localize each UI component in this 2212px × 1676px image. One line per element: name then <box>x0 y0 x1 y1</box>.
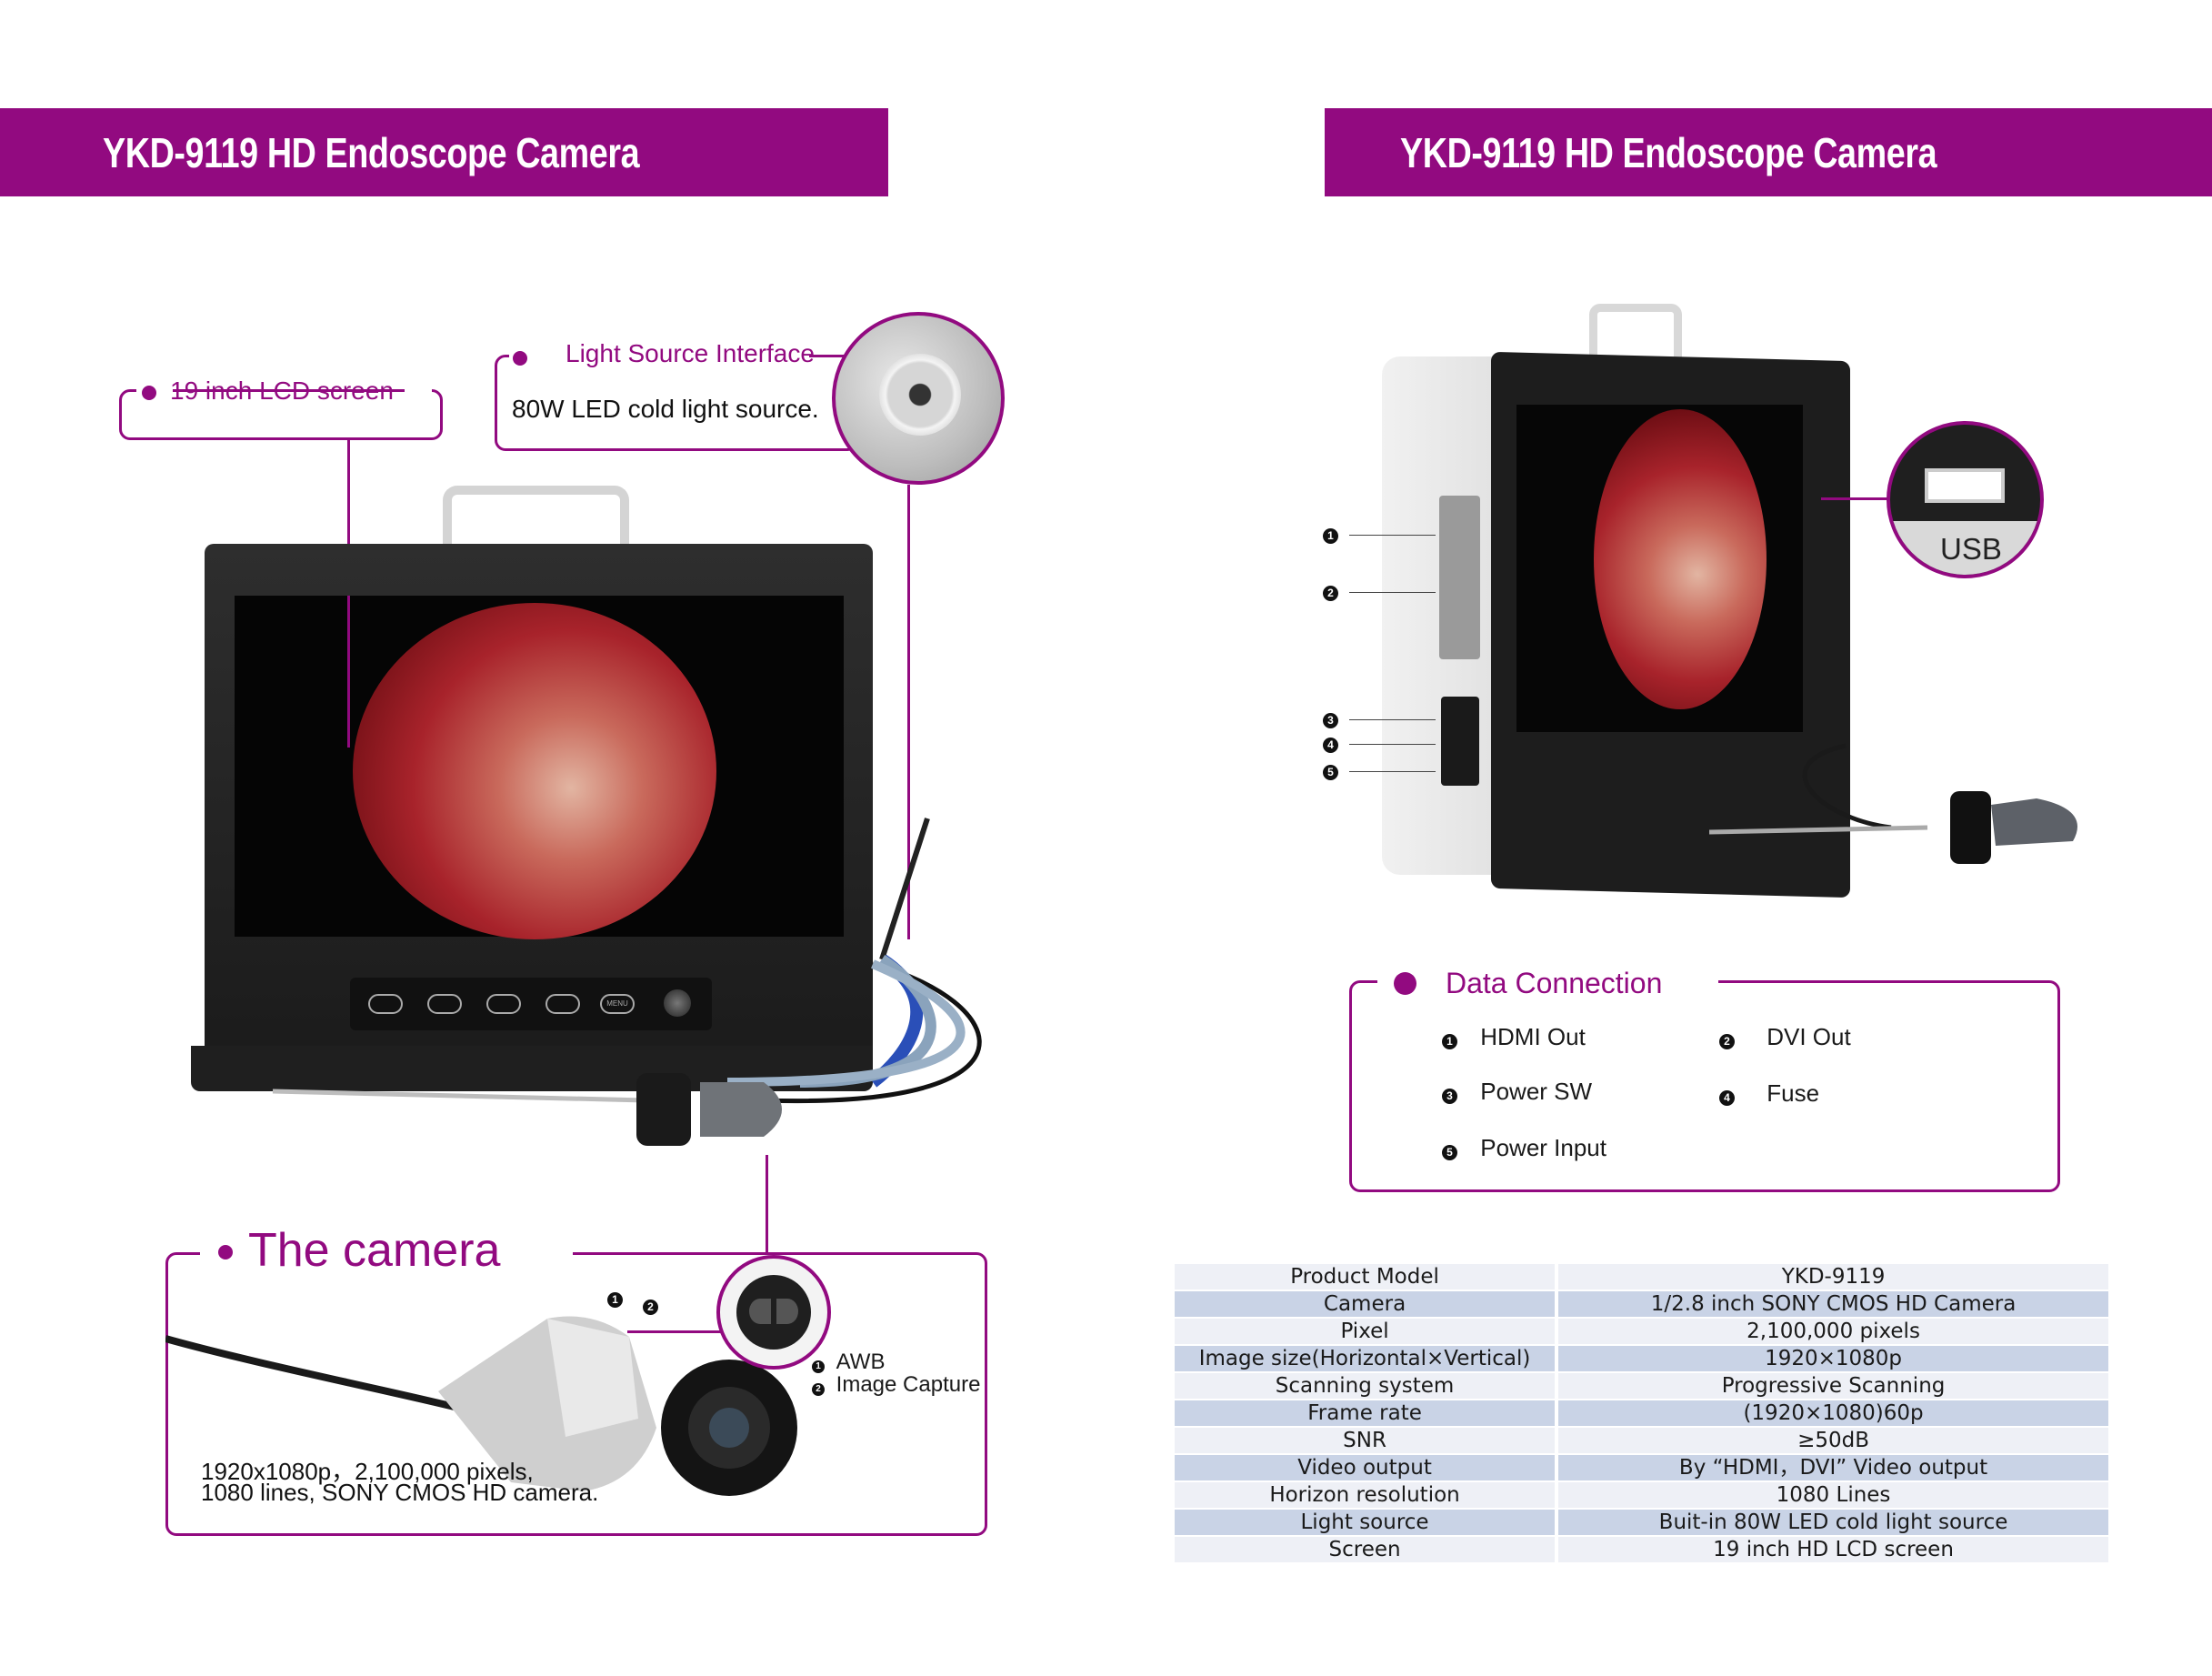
lcd-screen-label: 19 inch LCD screen <box>170 376 394 405</box>
monitor-screen-right <box>1516 405 1803 732</box>
side-marker-4: 4 <box>1323 737 1338 753</box>
side-port-panel <box>1439 496 1480 659</box>
camera-title: The camera <box>248 1224 501 1277</box>
monitor-control-panel: MENU <box>350 978 712 1030</box>
camera-buttons-zoom-image <box>716 1255 831 1370</box>
camera-marker-1: 1 <box>607 1291 623 1308</box>
usb-zoom-image: USB <box>1887 421 2044 578</box>
camera-desc-line2: 1080 lines, SONY CMOS HD camera. <box>201 1479 599 1506</box>
dc-item-2: 2 DVI Out <box>1719 1023 1851 1051</box>
camera-callout <box>165 1252 987 1536</box>
dc-item-5: 5 Power Input <box>1442 1134 1606 1162</box>
awb-label: AWB <box>836 1350 886 1374</box>
usb-label: USB <box>1940 532 2002 566</box>
up-button[interactable] <box>368 994 403 1014</box>
right-button[interactable] <box>545 994 580 1014</box>
light-source-desc: 80W LED cold light source. <box>512 395 819 423</box>
menu-button[interactable]: MENU <box>600 994 635 1014</box>
monitor-handle-right <box>1589 304 1682 367</box>
lcd-screen-callout <box>119 389 443 440</box>
camera-head-image <box>165 1316 797 1496</box>
table-row: Image size(Horizontal×Vertical)1920×1080… <box>1175 1346 2108 1371</box>
dc-item-1: 1 HDMI Out <box>1442 1023 1586 1051</box>
monitor-screen <box>235 596 844 939</box>
camera-cables <box>272 818 982 1146</box>
side-marker-1: 1 <box>1323 527 1338 544</box>
endoscope-image <box>353 603 716 939</box>
light-source-zoom-image <box>832 312 1005 485</box>
knob-icon[interactable] <box>664 989 691 1017</box>
right-title-banner: YKD-9119 HD Endoscope Camera <box>1325 108 2212 196</box>
data-connection-dot <box>1394 972 1416 995</box>
camera-desc-line1: 1920x1080p，2,100,000 pixels, <box>201 1458 534 1485</box>
dc-item-3: 3 Power SW <box>1442 1078 1592 1106</box>
down-button[interactable] <box>427 994 462 1014</box>
side-marker-2: 2 <box>1323 585 1338 601</box>
monitor-handle <box>443 486 629 549</box>
menu-button-label: MENU <box>606 999 628 1008</box>
awb-label-row: 1 AWB <box>812 1350 885 1375</box>
image-capture-label: Image Capture <box>836 1372 981 1397</box>
endoscope-image-right <box>1594 409 1767 709</box>
right-title: YKD-9119 HD Endoscope Camera <box>1400 128 1937 176</box>
data-connection-title: Data Connection <box>1446 967 1663 999</box>
left-title-banner: YKD-9119 HD Endoscope Camera <box>0 108 888 196</box>
power-socket <box>1441 697 1479 786</box>
side-marker-5: 5 <box>1323 764 1338 780</box>
table-row: Frame rate(1920×1080)60p <box>1175 1400 2108 1426</box>
side-marker-3: 3 <box>1323 712 1338 728</box>
left-title: YKD-9119 HD Endoscope Camera <box>103 128 640 176</box>
left-button[interactable] <box>486 994 521 1014</box>
table-row: SNR≥50dB <box>1175 1428 2108 1453</box>
scope-right <box>1709 743 2077 864</box>
camera-marker-2: 2 <box>643 1299 658 1315</box>
light-source-title: Light Source Interface <box>566 339 815 367</box>
image-capture-label-row: 2 Image Capture <box>812 1372 980 1398</box>
dc-item-4: 4 Fuse <box>1719 1079 1819 1108</box>
